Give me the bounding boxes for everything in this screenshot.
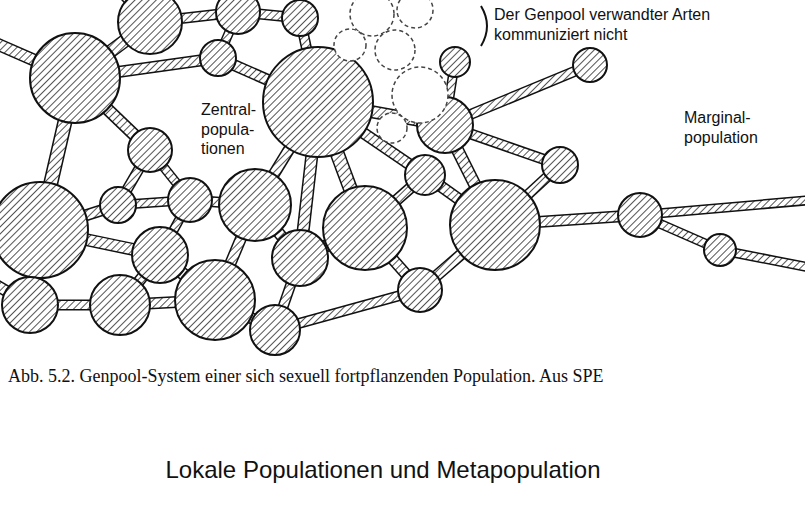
dashed-circle (334, 29, 366, 61)
callout-label: Der Genpool verwandter Arten kommunizier… (492, 5, 736, 44)
population-circle (398, 268, 442, 312)
population-circle (573, 48, 607, 82)
population-circle (618, 193, 662, 237)
population-circle (128, 128, 172, 172)
band-outline (640, 200, 805, 215)
population-circles (0, 0, 736, 355)
population-circle (100, 187, 136, 223)
slide-title: Lokale Populationen und Metapopulation (0, 455, 766, 484)
population-circle (542, 147, 578, 183)
population-circle (30, 33, 120, 123)
population-circle (323, 186, 407, 270)
population-circle (272, 230, 328, 286)
dashed-circle (392, 67, 448, 123)
population-circle (175, 260, 255, 340)
population-circle (450, 180, 540, 270)
population-circle (704, 234, 736, 266)
band-hatch (640, 200, 805, 215)
population-circle (282, 0, 318, 36)
dashed-circle (377, 113, 407, 143)
population-circle (168, 178, 212, 222)
callout-bracket (481, 6, 487, 46)
dashed-circle (397, 0, 433, 28)
dashed-circle (375, 30, 415, 70)
related-species-circles (334, 0, 448, 143)
population-circle (200, 40, 236, 76)
population-circle (216, 0, 260, 34)
population-circle (90, 275, 150, 335)
population-circle (440, 47, 470, 77)
population-circle (2, 277, 58, 333)
population-circle (132, 227, 188, 283)
population-circle (263, 47, 373, 157)
region-label: Zentral- popula- tionen (199, 100, 258, 159)
population-circle (405, 155, 445, 195)
callout-label: Marginal- population (682, 108, 760, 147)
figure-caption: Abb. 5.2. Genpool-System einer sich sexu… (8, 366, 603, 388)
population-circle (0, 182, 88, 278)
population-circle (250, 305, 300, 355)
population-circle (219, 169, 291, 241)
population-circle (118, 0, 182, 54)
